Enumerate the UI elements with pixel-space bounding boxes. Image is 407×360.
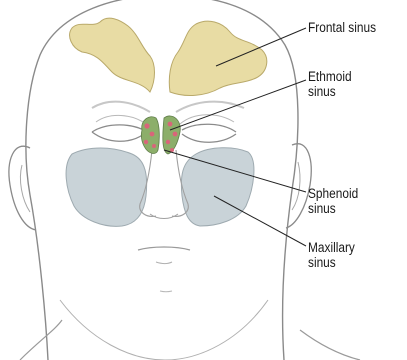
right-eye: [182, 124, 236, 142]
sphenoid-sinus-label: Sphenoid sinus: [308, 186, 358, 216]
frontal-sinus-label: Frontal sinus: [308, 20, 376, 35]
mouth: [138, 247, 190, 250]
frontal-sinus-right: [169, 21, 267, 95]
frontal-sinus-left: [70, 18, 155, 92]
left-eye: [92, 125, 144, 141]
ethmoid-sinus: [141, 116, 180, 154]
nose: [140, 150, 189, 216]
maxillary-sinus-left: [66, 148, 147, 226]
maxillary-sinus-label: Maxillary sinus: [308, 240, 355, 270]
maxillary-sinus-right: [181, 148, 254, 226]
ethmoid-sinus-label: Ethmoid sinus: [308, 69, 352, 99]
left-ear: [9, 146, 36, 230]
